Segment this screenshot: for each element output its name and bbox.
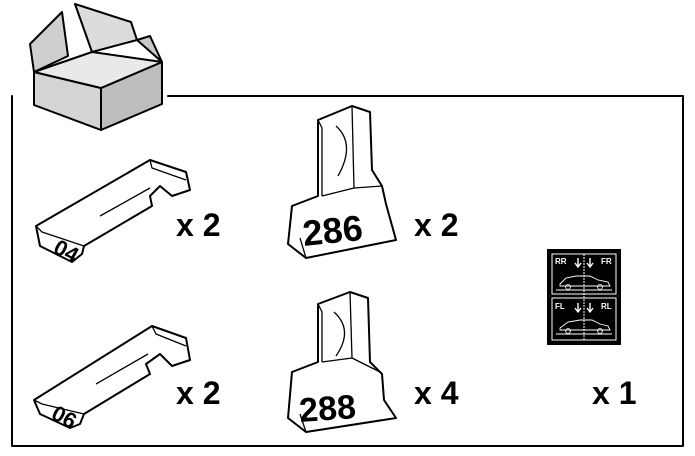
clip-288-part: 288 — [287, 291, 397, 433]
spacer-06-part: 06 — [33, 325, 191, 434]
position-sticker-sheet: RR FR FL RL — [547, 249, 621, 345]
down-arrow-icon — [586, 258, 594, 269]
sticker-label-rl: RL — [601, 302, 612, 311]
sticker-label-rr: RR — [555, 257, 567, 266]
spacer-06-quantity: x 2 — [176, 375, 220, 411]
sticker-label-fl: FL — [555, 302, 565, 311]
down-arrow-icon — [586, 303, 594, 314]
box-icon — [29, 3, 163, 131]
spacer-04-label: 04 — [50, 234, 84, 268]
spacer-04-quantity: x 2 — [176, 207, 220, 243]
clip-286-label: 286 — [301, 207, 365, 254]
clip-286-part: 286 — [287, 105, 397, 259]
car-icon — [556, 275, 612, 291]
clip-286-quantity: x 2 — [414, 207, 458, 243]
down-arrow-icon — [574, 258, 582, 269]
car-icon — [556, 319, 612, 335]
spacer-04-part: 04 — [35, 159, 191, 268]
contents-frame — [11, 95, 684, 447]
spacer-06-label: 06 — [48, 400, 81, 434]
sticker-label-fr: FR — [601, 257, 612, 266]
clip-288-quantity: x 4 — [414, 375, 459, 411]
down-arrow-icon — [574, 303, 582, 314]
clip-288-label: 288 — [298, 388, 357, 430]
sticker-quantity: x 1 — [592, 375, 636, 411]
